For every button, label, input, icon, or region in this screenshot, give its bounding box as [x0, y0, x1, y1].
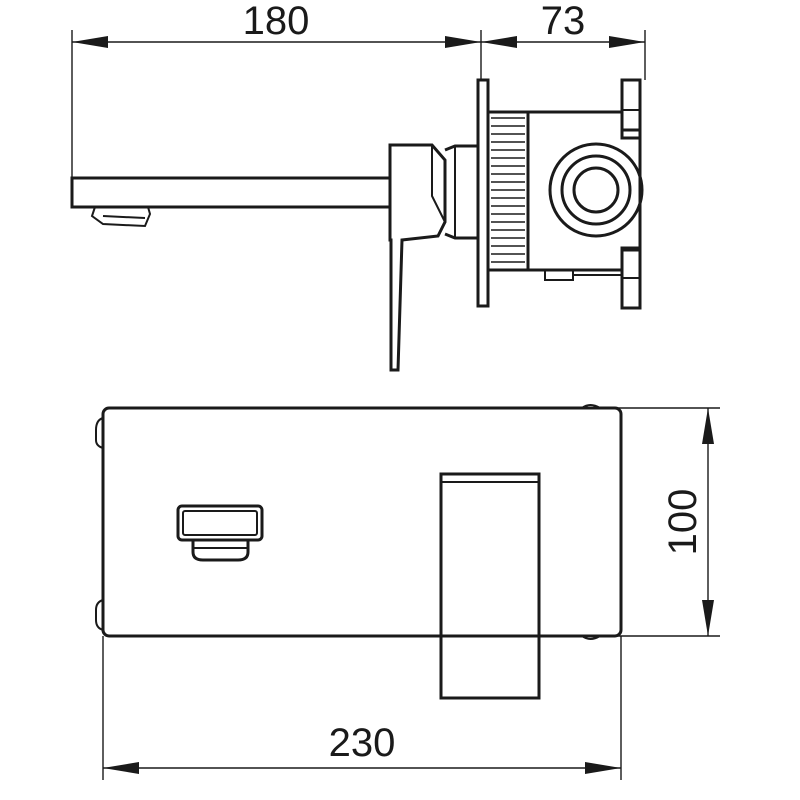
dimension-73: 73 — [481, 0, 646, 80]
lever-handle — [388, 143, 447, 372]
dimension-230-label: 230 — [329, 721, 396, 765]
front-view: 100 230 — [95, 404, 720, 780]
dimension-100: 100 — [600, 407, 720, 637]
spout — [70, 176, 392, 228]
dimension-100-label: 100 — [661, 489, 705, 556]
dimension-180: 180 — [71, 0, 482, 178]
threaded-body — [486, 110, 530, 272]
dimension-73-label: 73 — [541, 0, 586, 43]
wall-plate-front — [95, 404, 623, 640]
spout-outlet — [176, 504, 264, 562]
side-view: 180 73 — [70, 0, 646, 372]
cartridge-collar — [444, 144, 480, 240]
lever-handle-front — [439, 472, 541, 700]
inlet-port — [548, 142, 644, 238]
mounting-lugs — [620, 78, 642, 310]
dimension-230: 230 — [102, 636, 622, 780]
dimension-180-label: 180 — [243, 0, 310, 43]
